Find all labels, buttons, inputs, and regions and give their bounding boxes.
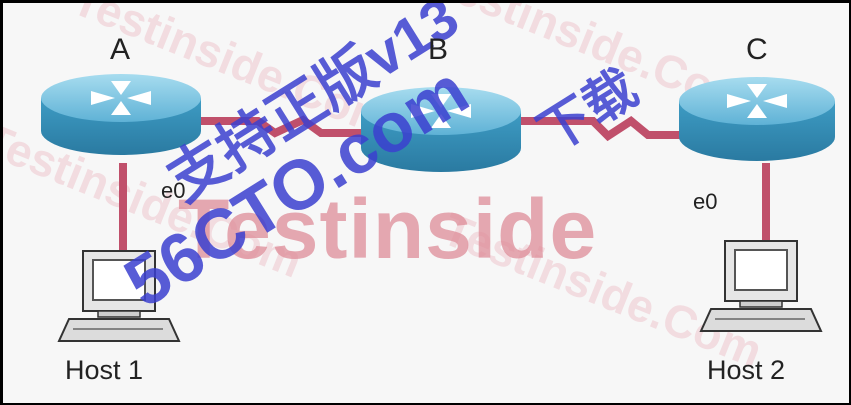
router-a-e0-label: e0 <box>161 178 186 203</box>
serial-link-a-b <box>201 115 363 138</box>
host2-computer-icon <box>699 240 823 332</box>
router-c-label: C <box>746 33 768 66</box>
host1-label: Host 1 <box>65 355 144 385</box>
host2-label: Host 2 <box>707 355 786 385</box>
host1-computer-icon <box>57 250 181 342</box>
router-c-icon <box>679 77 835 161</box>
router-c-e0-label: e0 <box>693 189 718 214</box>
router-a-label: A <box>110 33 131 66</box>
router-b-label: B <box>428 33 449 66</box>
router-b-icon <box>361 87 521 172</box>
router-a-icon <box>41 74 201 155</box>
topology-drawing <box>41 74 835 342</box>
serial-link-b-c <box>518 116 693 142</box>
